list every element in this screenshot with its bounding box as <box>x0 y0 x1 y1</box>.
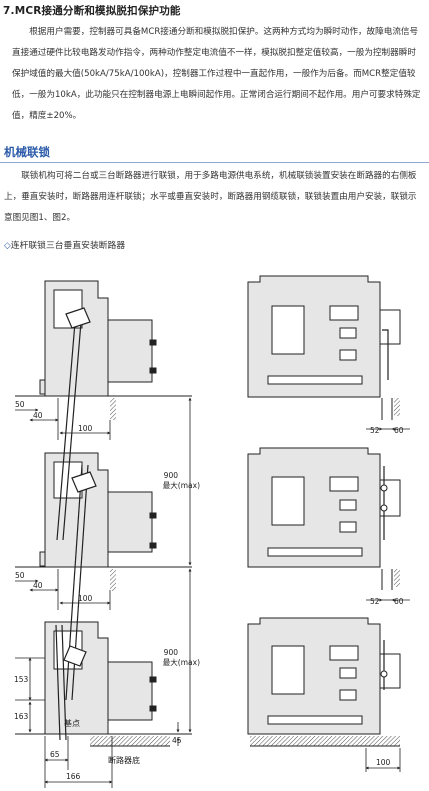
figure-subheading: ◇连杆联锁三台垂直安装断路器 <box>4 238 125 251</box>
dim-900-lower: 900 <box>164 648 179 657</box>
side-view-breaker-3 <box>44 621 157 735</box>
diamond-icon: ◇ <box>4 241 11 251</box>
dim-163: 163 <box>14 712 29 721</box>
dim-52-middle: 52 <box>370 597 380 606</box>
section-divider <box>0 162 429 163</box>
dim-166: 166 <box>66 772 81 781</box>
dim-900-upper: 900 <box>164 471 179 480</box>
interlock-body: 联锁机构可将二台或三台断路器进行联锁，用于多路电源供电系统，机械联锁装置安装在断… <box>4 171 417 223</box>
dim-65: 65 <box>50 750 60 759</box>
interlock-title: 机械联锁 <box>4 145 50 159</box>
dim-50-upper: 50 <box>15 400 25 409</box>
section-7-title: 7.MCR接通分断和模拟脱扣保护功能 <box>3 5 181 17</box>
floor-rails <box>90 398 170 747</box>
side-view-breaker-2 <box>39 452 157 568</box>
dim-40-middle: 40 <box>33 581 43 590</box>
dim-153: 153 <box>14 675 29 684</box>
datum-label: 基点 <box>64 718 80 728</box>
dim-100-upper: 100 <box>78 424 93 433</box>
dim-50-middle: 50 <box>15 571 25 580</box>
front-view-breaker-2 <box>247 447 401 590</box>
dim-40-upper: 40 <box>33 411 43 420</box>
dim-max-upper: 最大(max) <box>163 480 200 490</box>
figure-subheading-text: 连杆联锁三台垂直安装断路器 <box>10 241 126 251</box>
section-7-body: 根据用户需要，控制器可具备MCR接通分断和模拟脱扣保护。这两种方式均为瞬时动作，… <box>12 27 421 121</box>
dim-60-middle: 60 <box>394 597 404 606</box>
dim-max-lower: 最大(max) <box>163 657 200 667</box>
dimension-lines-left <box>15 397 192 788</box>
dim-100-middle: 100 <box>78 594 93 603</box>
side-view-breaker-1 <box>39 280 157 397</box>
interlock-section-header: 机械联锁 <box>0 144 429 164</box>
interlock-technical-drawing: 50 40 100 50 40 100 900 最大(max) 900 最大(m… <box>14 275 410 788</box>
dim-52-upper: 52 <box>370 426 380 435</box>
interlock-rods <box>55 309 89 741</box>
mount-lines <box>15 395 192 735</box>
front-view-breaker-1 <box>247 275 401 420</box>
dimension-lines-right <box>365 427 410 772</box>
dim-60-upper: 60 <box>394 426 404 435</box>
rod-levers <box>63 307 97 667</box>
breaker-base-label: 断路器底 <box>108 755 140 765</box>
dim-100-right: 100 <box>376 758 391 767</box>
dim-45: 45 <box>172 736 182 745</box>
front-view-breaker-3 <box>247 617 401 747</box>
